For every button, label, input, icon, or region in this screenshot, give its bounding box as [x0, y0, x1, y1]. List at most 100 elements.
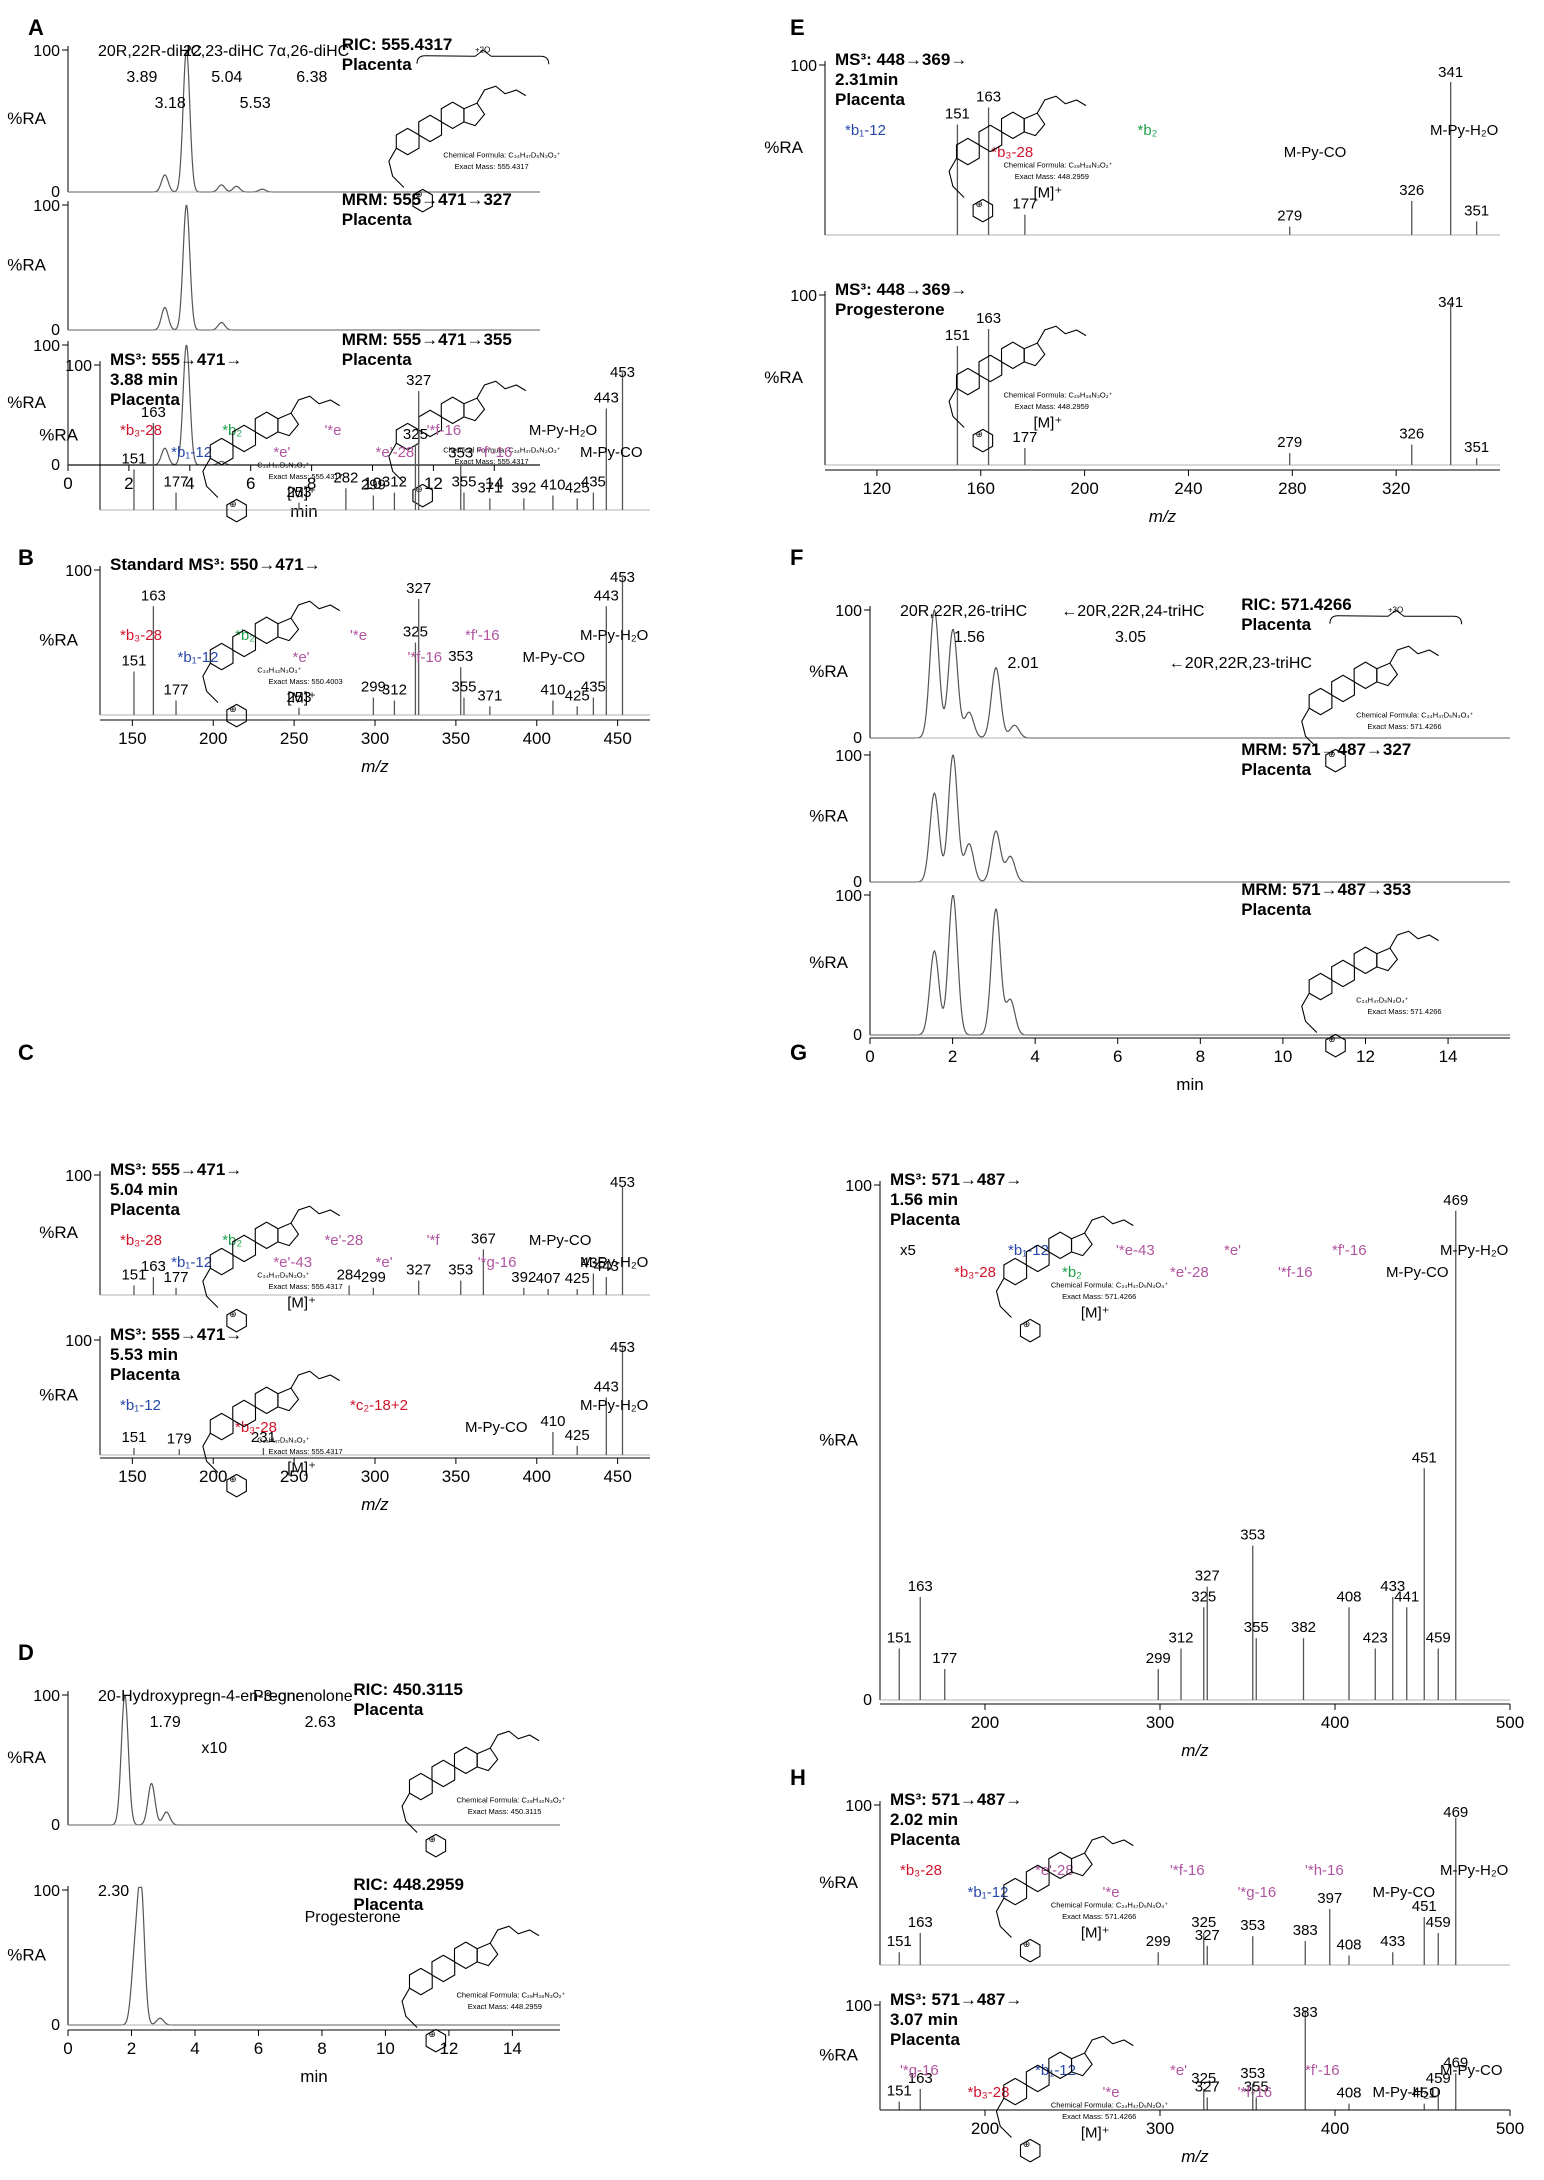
y-axis-label: %RA: [819, 1431, 858, 1450]
brace-shape: [416, 49, 550, 65]
peak-label: 355: [451, 474, 476, 491]
track-label: Placenta: [342, 350, 412, 369]
peak-label: 312: [382, 474, 407, 491]
y-tick-label-100: 100: [33, 1883, 60, 1900]
y-axis-label: %RA: [7, 393, 46, 412]
fragment-label: '*g-16: [900, 2062, 939, 2079]
fragment-label: M-Py-H₂O: [1430, 122, 1498, 139]
peak-label: 392: [511, 1269, 536, 1286]
peak-label: 469: [1443, 2054, 1468, 2071]
peak-annotation: Pregnenolone: [253, 1688, 353, 1705]
track-label: MS³: 448→369→: [835, 50, 967, 69]
chemical-formula: C₃₄H₄₂N₃O₃⁺: [257, 666, 301, 675]
fragment-label: *e'-28: [376, 444, 415, 461]
y-tick-label-100: 100: [33, 338, 60, 355]
y-tick-label-100: 100: [845, 1178, 872, 1195]
track-label: Placenta: [110, 1200, 180, 1219]
molecular-ion-label: [M]⁺: [287, 690, 316, 707]
pyridinium-ring-shape: [226, 498, 247, 523]
fragment-label: *e': [293, 649, 310, 666]
chemical-formula: Chemical Formula: C₃₄H₄₇D₅N₃O₃⁺: [443, 151, 560, 160]
x-axis-label: m/z: [361, 757, 389, 776]
x-tick-label: 350: [442, 1467, 470, 1486]
peak-annotation: 2.01: [1008, 655, 1039, 672]
ring-a-shape: [1308, 687, 1333, 716]
exact-mass: Exact Mass: 448.2959: [468, 2002, 542, 2011]
pyridinium-ring-shape: [972, 198, 994, 223]
fragment-label: *e'-28: [1035, 1862, 1074, 1879]
peak-label: 371: [477, 479, 502, 496]
pyridinium-ring-shape: [1019, 2138, 1041, 2163]
charge-symbol: ⊕: [229, 499, 237, 509]
track-label: RIC: 450.3115: [353, 1680, 463, 1699]
peak-label: 410: [540, 477, 565, 494]
ring-b-shape: [1331, 959, 1355, 988]
peak-label: 410: [540, 1413, 565, 1430]
fragment-label: M-Py-H₂O: [580, 1254, 648, 1271]
track-label: Standard MS³: 550→471→: [110, 555, 321, 574]
charge-symbol: ⊕: [229, 1474, 237, 1484]
exact-mass: Exact Mass: 571.4266: [1062, 1912, 1136, 1921]
charge-symbol: ⊕: [428, 2029, 436, 2039]
x-tick-label: 280: [1278, 479, 1306, 498]
fragment-label: '*h-16: [1305, 1862, 1344, 1879]
peak-label: 341: [1438, 64, 1463, 81]
ring-d-shape: [463, 397, 486, 422]
x-tick-label: 200: [971, 1713, 999, 1732]
track-label: MS³: 571→487→: [890, 1790, 1022, 1809]
x-tick-label: 500: [1496, 2119, 1524, 2138]
peak-label: 353: [448, 648, 473, 665]
fragment-label: *e': [376, 1254, 393, 1271]
peak-annotation: 3.05: [1115, 629, 1146, 646]
ring-a-shape: [209, 1412, 234, 1441]
track-label: 1.56 min: [890, 1190, 958, 1209]
peak-annotation: 5.04: [211, 69, 242, 86]
hydrazone-linker-shape: [202, 1267, 219, 1308]
peak-label: 151: [945, 106, 970, 123]
track-label: Placenta: [110, 390, 180, 409]
hydrazone-linker-shape: [995, 2097, 1012, 2138]
peak-label: 327: [1195, 1927, 1220, 1944]
pyridinium-ring-shape: [412, 483, 433, 508]
x-tick-label: 400: [523, 1467, 551, 1486]
chemical-formula: Chemical Formula: C₂₉H₃₈N₃O₂⁺: [1004, 391, 1113, 400]
x-tick-label: 8: [317, 2039, 326, 2058]
y-tick-label-0: 0: [51, 2017, 60, 2034]
fragment-label: *e': [273, 444, 290, 461]
peak-annotation: 22,23-diHC: [183, 43, 264, 60]
ring-a-shape: [955, 367, 980, 396]
panel-letter: F: [790, 545, 803, 570]
hydrazone-linker-shape: [388, 147, 405, 188]
y-tick-label-100: 100: [65, 563, 92, 580]
peak-label: 407: [536, 1270, 561, 1287]
track-label: 2.31min: [835, 70, 898, 89]
peak-label: 353: [1240, 1917, 1265, 1934]
track-label: 5.53 min: [110, 1345, 178, 1364]
fragment-label: '*f-16: [1170, 1862, 1205, 1879]
fragment-label: *b₃-28: [120, 627, 162, 644]
ring-b-shape: [431, 1954, 456, 1983]
x-tick-label: 8: [1196, 1047, 1205, 1066]
track-label: Placenta: [353, 1895, 423, 1914]
ring-b-shape: [431, 1759, 456, 1788]
structure-note: +2O: [475, 46, 490, 55]
hydrazone-linker-shape: [388, 442, 405, 483]
track-label: MRM: 555→471→355: [342, 330, 512, 349]
track-label: Placenta: [1241, 900, 1311, 919]
pyridinium-ring-shape: [1019, 1318, 1041, 1343]
peak-label: 382: [1291, 1619, 1316, 1636]
ring-d-shape: [1070, 2052, 1093, 2077]
peak-label: 425: [565, 479, 590, 496]
exact-mass: Exact Mass: 555.4317: [455, 457, 529, 466]
y-tick-label-100: 100: [790, 288, 817, 305]
peak-label: 253: [286, 484, 311, 501]
track-label: MRM: 571→487→327: [1241, 740, 1411, 759]
fragment-label: M-Py-CO: [580, 444, 643, 461]
pyridinium-ring-shape: [1019, 1938, 1041, 1963]
ring-a-shape: [395, 127, 420, 156]
ring-a-shape: [408, 1772, 433, 1801]
